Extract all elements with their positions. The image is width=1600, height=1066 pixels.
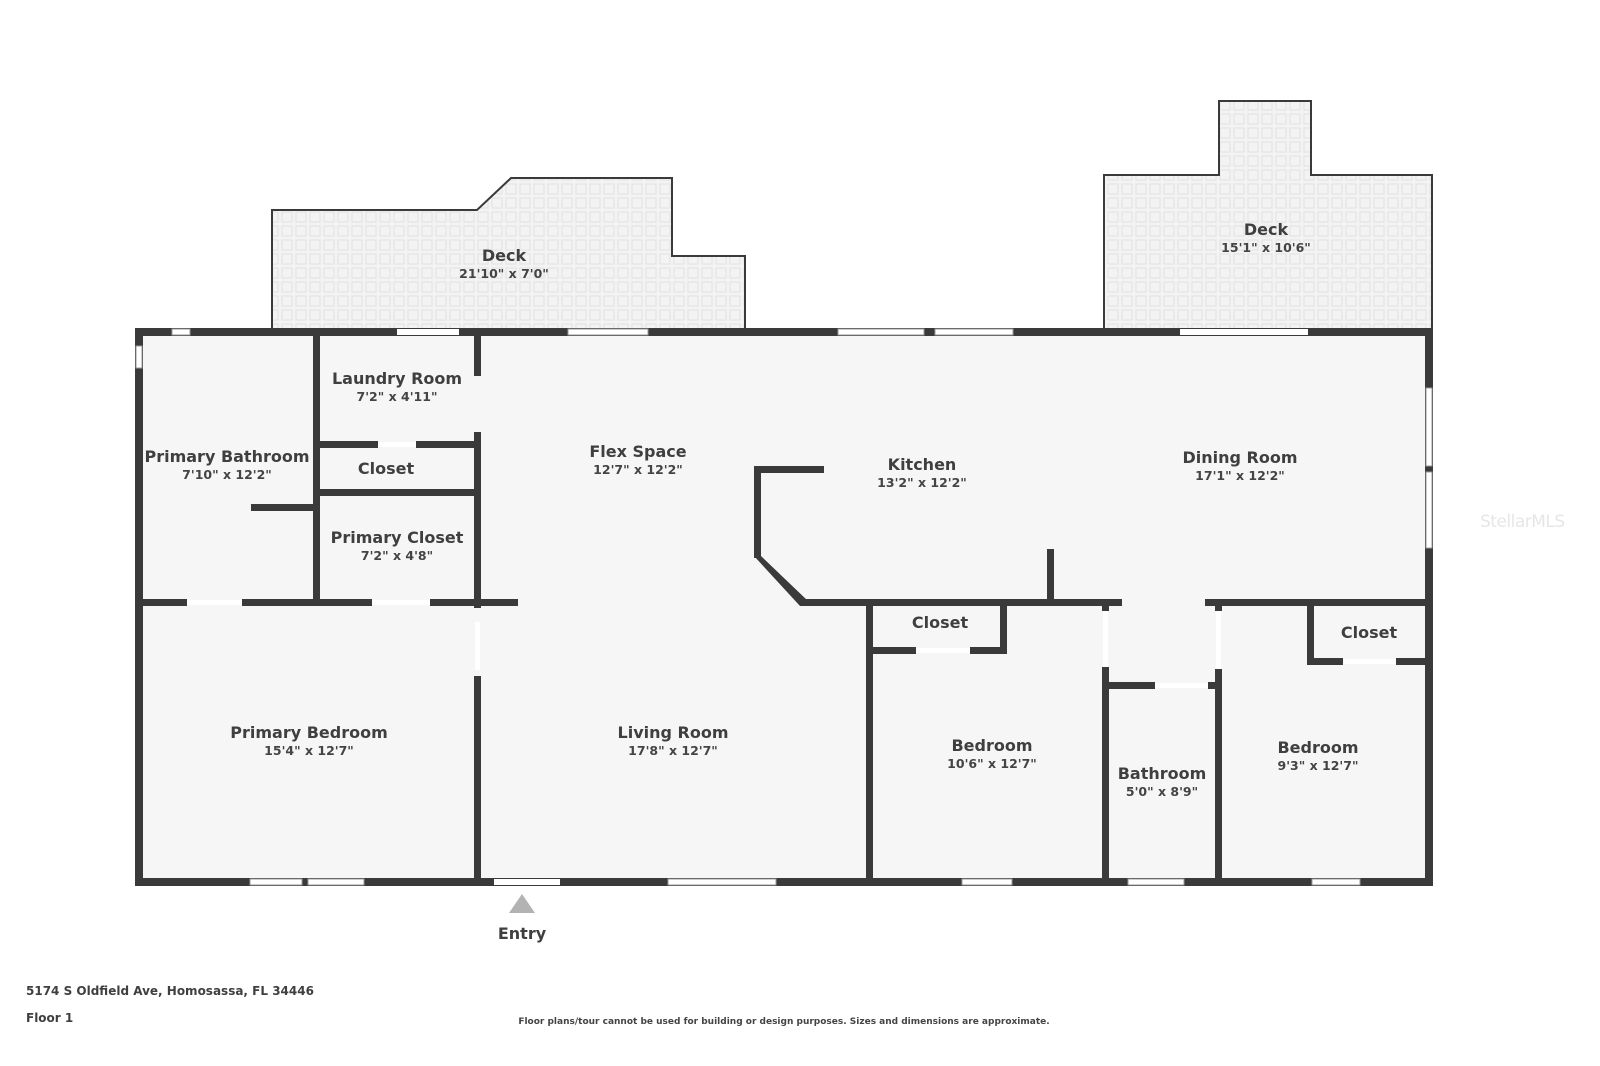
- watermark: StellarMLS: [1480, 512, 1565, 532]
- room-name: Dining Room: [1182, 448, 1298, 467]
- entry-arrow-icon: [509, 894, 535, 913]
- top-wall-openings: [171, 328, 1308, 336]
- room-name: Primary Closet: [330, 528, 464, 547]
- room-name: Laundry Room: [331, 369, 463, 388]
- property-address: 5174 S Oldfield Ave, Homosassa, FL 34446: [26, 984, 314, 998]
- room-dimensions: 13'2" x 12'2": [877, 475, 967, 490]
- room-dimensions: 17'8" x 12'7": [628, 743, 718, 758]
- room-dimensions: 15'4" x 12'7": [264, 743, 354, 758]
- deck-right-area: [1103, 100, 1433, 333]
- room-name: Bedroom: [951, 736, 1033, 755]
- room-living-room: Living Room 17'8" x 12'7": [618, 723, 729, 759]
- room-laundry-room: Laundry Room 7'2" x 4'11": [332, 369, 462, 405]
- left-wall-window: [135, 345, 143, 369]
- room-closet-bedroom2: Closet: [1341, 623, 1397, 643]
- exterior-walls: [135, 328, 1433, 886]
- room-dimensions: 7'2" x 4'8": [360, 548, 434, 563]
- room-dimensions: 9'3" x 12'7": [1277, 758, 1359, 773]
- room-name: Bathroom: [1117, 764, 1207, 783]
- room-name: Flex Space: [589, 442, 687, 461]
- room-name: Closet: [1340, 623, 1398, 642]
- room-name: Closet: [911, 613, 969, 632]
- room-name: Bedroom: [1277, 738, 1359, 757]
- room-primary-bathroom: Primary Bathroom 7'10" x 12'2": [144, 447, 309, 483]
- room-name: Closet: [357, 459, 415, 478]
- right-wall-windows: [1425, 387, 1433, 549]
- room-name: Deck: [481, 246, 527, 265]
- room-name: Deck: [1243, 220, 1289, 239]
- room-dimensions: 5'0" x 8'9": [1125, 784, 1199, 799]
- entry-label: Entry: [497, 924, 547, 943]
- house-interior: [137, 330, 1432, 884]
- room-deck-right: Deck 15'1" x 10'6": [1221, 220, 1311, 256]
- room-deck-left: Deck 21'10" x 7'0": [459, 246, 549, 282]
- bottom-wall-openings: [249, 878, 1361, 886]
- room-closet-bedroom1: Closet: [912, 613, 968, 633]
- room-name: Kitchen: [887, 455, 957, 474]
- room-primary-closet: Primary Closet 7'2" x 4'8": [331, 528, 464, 564]
- interior-walls: [137, 334, 1427, 883]
- room-closet-laundry: Closet: [358, 459, 414, 479]
- floor-label: Floor 1: [26, 1011, 74, 1025]
- room-primary-bedroom: Primary Bedroom 15'4" x 12'7": [230, 723, 388, 759]
- room-bedroom2: Bedroom 9'3" x 12'7": [1277, 738, 1358, 774]
- room-name: Primary Bedroom: [230, 723, 388, 742]
- room-name: Living Room: [617, 723, 729, 742]
- interior-door-openings: [187, 442, 1396, 688]
- room-dimensions: 17'1" x 12'2": [1195, 468, 1285, 483]
- room-dining-room: Dining Room 17'1" x 12'2": [1182, 448, 1297, 484]
- room-dimensions: 10'6" x 12'7": [947, 756, 1037, 771]
- room-dimensions: 7'2" x 4'11": [356, 389, 438, 404]
- disclaimer: Floor plans/tour cannot be used for buil…: [518, 1017, 1050, 1027]
- room-dimensions: 15'1" x 10'6": [1221, 240, 1311, 255]
- room-dimensions: 7'10" x 12'2": [182, 467, 272, 482]
- room-dimensions: 12'7" x 12'2": [593, 462, 683, 477]
- room-kitchen: Kitchen 13'2" x 12'2": [877, 455, 967, 491]
- room-bedroom1: Bedroom 10'6" x 12'7": [947, 736, 1037, 772]
- room-dimensions: 21'10" x 7'0": [459, 266, 549, 281]
- room-flex-space: Flex Space 12'7" x 12'2": [589, 442, 686, 478]
- room-bathroom: Bathroom 5'0" x 8'9": [1118, 764, 1207, 800]
- room-name: Primary Bathroom: [144, 447, 310, 466]
